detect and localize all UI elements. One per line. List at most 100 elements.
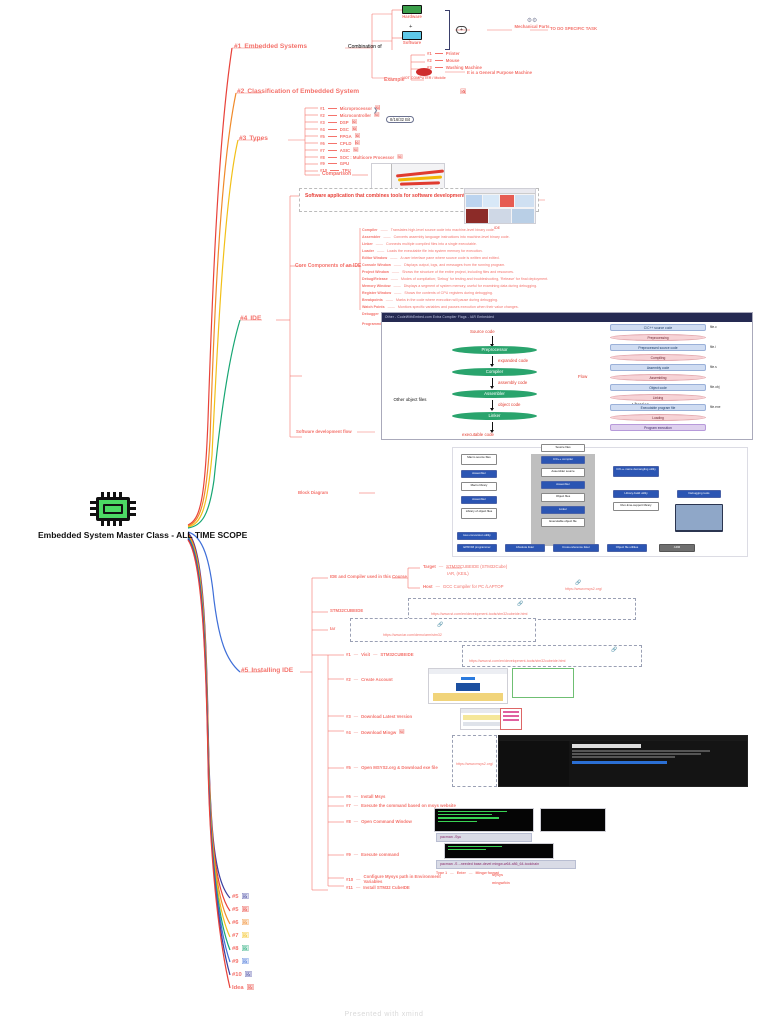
root-node[interactable]: Embedded System Master Class - ALL TIME … <box>38 492 248 541</box>
step-5-url[interactable]: https://www.msys2.org/ <box>456 762 493 766</box>
type-5[interactable]: #5 FPGA 🖼 <box>320 133 361 139</box>
example-3[interactable]: #3 Washing Machine <box>427 65 482 70</box>
branch-12[interactable]: #10 🖼 <box>232 972 253 978</box>
branch-1[interactable]: #1 Embedded Systems <box>234 43 308 50</box>
bd-right-1: Library-build utility <box>613 490 659 498</box>
bd-right-0: C/C++ name demangling utility <box>613 466 659 477</box>
branch-4[interactable]: #4 IDE <box>240 315 262 322</box>
image-attachment-icon-2[interactable]: 🖼 <box>460 89 467 95</box>
comparison-image[interactable] <box>371 163 445 189</box>
branch-8[interactable]: #6 🖼 <box>232 920 249 926</box>
step-3-screenshot-2[interactable] <box>500 708 522 730</box>
branch-10[interactable]: #8 🖼 <box>232 946 249 952</box>
step-8[interactable]: #8— Open Command Window <box>346 819 412 824</box>
resource-stm32-url[interactable]: https://www.st.com/en/development-tools/… <box>431 612 528 616</box>
ide-screenshot-thumb[interactable] <box>464 188 536 224</box>
type-8[interactable]: #8 SOC : Multicore Processor 🖼 <box>320 154 403 160</box>
command-2-box[interactable]: pacman -S --needed base-devel mingw-w64-… <box>436 860 576 869</box>
link-icon-course[interactable]: 🔗 <box>575 580 582 586</box>
bd-center-4: Object files <box>541 493 585 502</box>
image-attachment-icon[interactable]: 🖼 <box>374 112 380 117</box>
compiler-flow-diagram[interactable]: Other - CodeWithEmbed.com Extra Compiler… <box>381 312 753 440</box>
bd-bottom-2: Absolute lister <box>505 544 545 552</box>
stage-0: C/C++ source code <box>610 324 706 331</box>
root-title: Embedded System Master Class - ALL TIME … <box>38 530 248 540</box>
branch-5[interactable]: #5 Installing IDE <box>241 667 294 674</box>
branch-9[interactable]: #7 🖼 <box>232 933 249 939</box>
footer-credit: Presented with xmind <box>344 1011 424 1018</box>
step-8-terminal-2[interactable] <box>540 808 606 832</box>
resource-stm32-box[interactable]: 🔗 https://www.st.com/en/development-tool… <box>408 598 636 620</box>
branch-11[interactable]: #9 🖼 <box>232 959 249 965</box>
chevron-right-icon: ❯ <box>373 108 378 114</box>
resource-iar-box[interactable]: 🔗 https://www.iar.com/demo/arm/stm32 <box>350 618 536 642</box>
image-attachment-icon[interactable]: 🖼 <box>241 946 249 952</box>
image-attachment-icon[interactable]: 🖼 <box>354 140 360 145</box>
image-attachment-icon[interactable]: 🖼 <box>246 985 254 991</box>
example-1[interactable]: #1 Printer <box>427 51 460 56</box>
branch-6[interactable]: #5 🖼 <box>232 894 249 900</box>
step-8-terminal[interactable] <box>434 808 534 832</box>
image-attachment-icon[interactable]: 🖼 <box>375 105 381 110</box>
type-1[interactable]: #1 Microprocessor 🖼 <box>320 105 381 111</box>
plus-pill: + <box>456 26 467 34</box>
step-6[interactable]: #6— Install Msys <box>346 794 386 799</box>
type-10[interactable]: #10 TPU <box>320 168 351 173</box>
command-1-box[interactable]: pacman -Syu <box>436 833 532 842</box>
bd-center-3: Assembler <box>541 481 585 489</box>
branch-idea[interactable]: Idea 🖼 <box>232 985 254 991</box>
image-attachment-icon[interactable]: 🖼 <box>241 933 249 939</box>
hardware-node[interactable]: Hardware <box>395 5 429 19</box>
step-4[interactable]: #4— Download Mingw 🖼 <box>346 729 405 735</box>
step-7[interactable]: #7— Execute the command based on msys we… <box>346 803 456 808</box>
type-3[interactable]: #3 DSP 🖼 <box>320 119 358 125</box>
toolchain-block-diagram[interactable]: Macro source files Assembler Macro libra… <box>452 444 748 557</box>
step-10[interactable]: #10— Configure Mysys path in Environment… <box>346 874 441 884</box>
example-2[interactable]: #2 Mouse <box>427 58 460 63</box>
type-7[interactable]: #7 ASIC 🖼 <box>320 147 359 153</box>
toolchain-host: Host — GCC Compiler for PC /LAPTOP <box>423 584 504 589</box>
image-attachment-icon[interactable]: 🖼 <box>353 147 359 152</box>
step-11[interactable]: #11— Install STM32 CubeIDE <box>346 885 410 890</box>
software-node[interactable]: Software <box>395 31 429 45</box>
mechanical-parts-node[interactable]: ⚙⚙ Mechanical Parts <box>510 18 554 29</box>
image-attachment-icon[interactable]: 🖼 <box>397 154 403 159</box>
image-attachment-icon[interactable]: 🖼 <box>351 126 358 131</box>
image-attachment-icon[interactable]: 🖼 <box>351 119 358 124</box>
image-attachment-icon[interactable]: 🖼 <box>241 907 249 913</box>
step-2-screenshot[interactable] <box>428 668 508 704</box>
image-attachment-icon[interactable]: 🖼 <box>399 729 405 734</box>
stage-5: Assembling <box>610 374 706 381</box>
image-attachment-icon[interactable]: 🖼 <box>241 894 249 900</box>
step-1-link-box[interactable]: 🔗 https://www.st.com/en/development-tool… <box>462 645 642 667</box>
toolchain-alt: IAR, (KEIL) <box>447 571 469 576</box>
step-5-link-box[interactable]: https://www.msys2.org/ <box>452 735 497 787</box>
msys2-website-screenshot[interactable] <box>498 735 748 787</box>
step-1-url[interactable]: https://www.st.com/en/development-tools/… <box>469 659 566 663</box>
resource-iar-url[interactable]: https://www.iar.com/demo/arm/stm32 <box>383 633 442 637</box>
type-4[interactable]: #4 DSC 🖼 <box>320 126 358 132</box>
stage-1: Preprocessing <box>610 334 706 341</box>
branch-7[interactable]: #5 🖼 <box>232 907 249 913</box>
step-5[interactable]: #5— Open MSYS2.org & Download exe file <box>346 765 438 770</box>
type-2[interactable]: #2 Microcontroller 🖼 <box>320 112 380 118</box>
type-6[interactable]: #6 CPLD 🖼 <box>320 140 360 146</box>
stage-3: Compiling <box>610 354 706 361</box>
command-1-terminal[interactable] <box>444 843 554 859</box>
step-9[interactable]: #9— Execute command <box>346 852 400 857</box>
step-3[interactable]: #3— Download Latest Version <box>346 714 413 719</box>
step-2[interactable]: #2— Create Account <box>346 677 393 682</box>
image-attachment-icon[interactable]: 🖼 <box>354 133 361 138</box>
bit-callout[interactable]: 8/16/32 Bit <box>386 108 415 126</box>
course-url[interactable]: https://www.msys2.org/ <box>565 587 602 591</box>
image-attachment-icon[interactable]: 🖼 <box>241 920 249 926</box>
bd-bottom-3: Cross-reference lister <box>553 544 599 552</box>
not-computer-node[interactable]: NOT COMPUTER / Mobile <box>396 68 452 80</box>
type-9[interactable]: #9 GPU <box>320 161 350 166</box>
step-1[interactable]: #1— Visit— STM32CUBEIDE <box>346 652 414 657</box>
branch-3[interactable]: #3 Types <box>239 135 268 142</box>
branch-2[interactable]: #2 Classification of Embedded System <box>237 88 360 95</box>
image-attachment-icon[interactable]: 🖼 <box>244 972 253 978</box>
core-item-5: Console Window—— Displays output, logs, … <box>362 263 506 267</box>
image-attachment-icon[interactable]: 🖼 <box>241 959 249 965</box>
